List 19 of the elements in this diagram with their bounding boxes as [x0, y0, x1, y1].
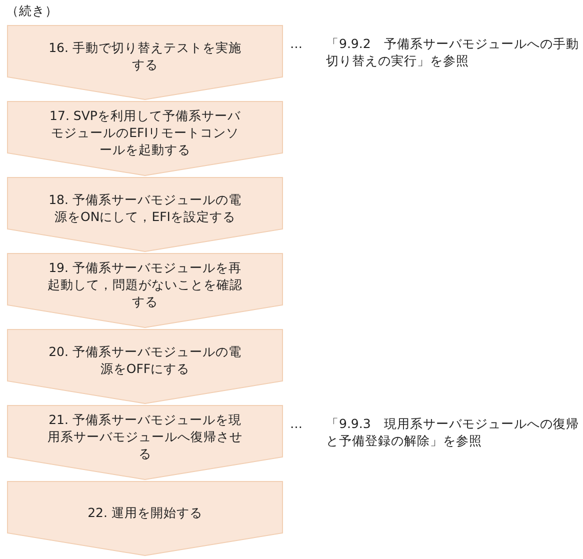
step-text: 21. 予備系サーバモジュールを現用系サーバモジュールへ復帰させる: [47, 410, 243, 462]
step-pentagon: [7, 101, 283, 176]
step-text: 20. 予備系サーバモジュールの電源をOFFにする: [48, 343, 242, 377]
reference-note: 「9.9.3 現用系サーバモジュールへの復帰と予備登録の解除」を参照: [326, 415, 580, 449]
step-text: 17. SVPを利用して予備系サーバモジュールのEFIリモートコンソールを起動する: [48, 106, 242, 158]
step-pentagon: [7, 253, 283, 328]
ellipsis-mark: …: [290, 35, 304, 53]
continued-note: （続き）: [6, 2, 58, 20]
ellipsis-mark: …: [290, 415, 304, 433]
step-pentagon: [7, 405, 283, 480]
step-pentagon: [7, 25, 283, 100]
step-text: 18. 予備系サーバモジュールの電源をONにして，EFIを設定する: [48, 191, 242, 225]
reference-note: 「9.9.2 予備系サーバモジュールへの手動切り替えの実行」を参照: [326, 35, 580, 69]
step-pentagon: [7, 481, 283, 556]
step-pentagon: [7, 329, 283, 404]
step-text: 19. 予備系サーバモジュールを再起動して，問題がないことを確認する: [47, 258, 243, 310]
step-text: 22. 運用を開始する: [88, 504, 202, 520]
step-pentagon: [7, 177, 283, 252]
step-text: 16. 手動で切り替えテストを実施する: [48, 39, 242, 73]
